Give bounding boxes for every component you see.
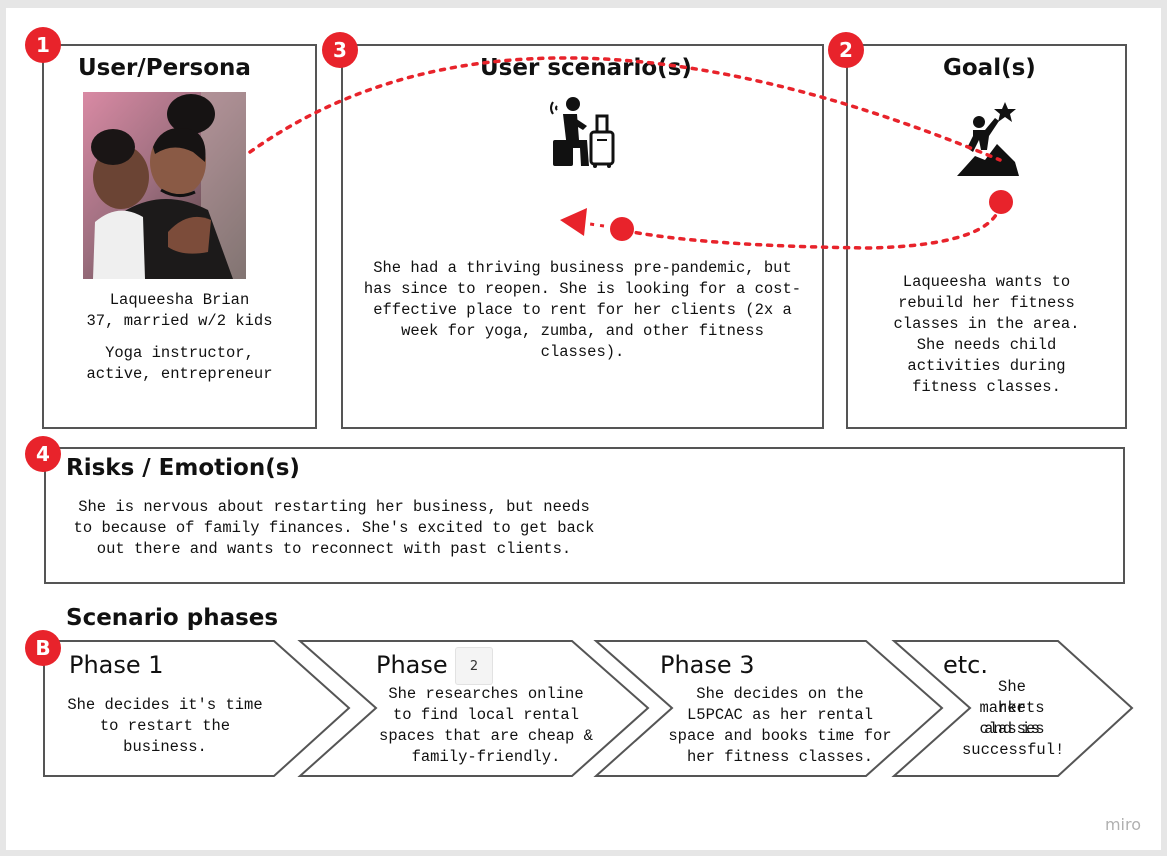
phase-1-chevron: [43, 640, 351, 777]
risks-card[interactable]: [44, 447, 1125, 584]
goal-line-5: activities during: [907, 357, 1066, 375]
persona-title: User/Persona: [78, 55, 251, 81]
risks-number-badge: 4: [25, 436, 61, 472]
phase-etc-title: etc.: [943, 651, 988, 679]
scenario-number-badge: 3: [322, 32, 358, 68]
phase-1-line-2: to restart the: [99, 717, 231, 735]
phase-2-line-3: spaces that are cheap &: [379, 727, 593, 745]
phase-1-title: Phase 1: [69, 651, 164, 679]
scenario-line-2: has since to reopen. She is looking for …: [363, 280, 802, 298]
phase-2-title: Phase: [376, 651, 448, 679]
scenario-line-1: She had a thriving business pre-pandemic…: [373, 259, 792, 277]
goal-number-badge: 2: [828, 32, 864, 68]
risks-title: Risks / Emotion(s): [66, 455, 300, 481]
phase-3-line-1: She decides on the: [696, 685, 864, 703]
phase-3-title: Phase 3: [660, 651, 755, 679]
goal-line-2: rebuild her fitness: [898, 294, 1075, 312]
phase-2-line-1: She researches online: [388, 685, 584, 703]
phase-number-tooltip[interactable]: 2: [455, 647, 493, 685]
goal-line-6: fitness classes.: [912, 378, 1061, 396]
scenario-line-3: effective place to rent for her clients …: [373, 301, 792, 319]
phase-etc-line-2: her classes: [979, 699, 1045, 738]
phases-letter-badge: B: [25, 630, 61, 666]
goal-line-4: She needs child: [916, 336, 1057, 354]
phase-3-line-4: her fitness classes.: [686, 748, 874, 766]
phase-3-line-2: L5PCAC as her rental: [686, 706, 874, 724]
phase-2-chevron: [297, 640, 650, 777]
goal-line-3: classes in the area.: [893, 315, 1080, 333]
scenario-line-4: week for yoga, zumba, and other fitness: [401, 322, 764, 340]
phase-etc-line-4: successful!: [962, 741, 1065, 759]
risks-line-3: out there and wants to reconnect with pa…: [96, 540, 572, 558]
goal-line-1: Laqueesha wants to: [902, 273, 1071, 291]
phase-etc-line-1: She markets: [979, 678, 1045, 717]
phase-3-chevron: [593, 640, 944, 777]
persona-photo: [83, 92, 246, 279]
persona-role-line1: Yoga instructor,: [105, 344, 254, 362]
persona-number-badge: 1: [25, 27, 61, 63]
phase-2-line-4: family-friendly.: [411, 748, 561, 766]
phase-2-line-2: to find local rental: [392, 706, 580, 724]
persona-role-line2: active, entrepreneur: [86, 365, 273, 383]
persona-name: Laqueesha Brian: [109, 291, 250, 309]
phase-1-line-3: business.: [123, 738, 207, 756]
phase-etc-chevron: [891, 640, 1134, 777]
phase-etc-line-3: and is: [984, 720, 1040, 738]
phase-3-line-3: space and books time for: [668, 727, 892, 745]
miro-watermark: miro: [1104, 815, 1141, 834]
risks-line-2: to because of family finances. She's exc…: [73, 519, 595, 537]
phase-1-line-1: She decides it's time: [67, 696, 263, 714]
scenario-line-5: classes).: [540, 343, 625, 361]
persona-details: 37, married w/2 kids: [86, 312, 273, 330]
risks-line-1: She is nervous about restarting her busi…: [78, 498, 590, 516]
phases-title: Scenario phases: [66, 605, 279, 631]
